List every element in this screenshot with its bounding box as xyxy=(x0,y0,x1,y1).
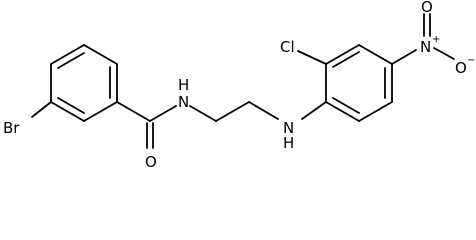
svg-text:O: O xyxy=(455,59,467,77)
svg-text:O: O xyxy=(421,0,433,16)
bromophenyl-ring xyxy=(50,44,118,122)
atom-o-nitro-right: O − xyxy=(455,55,475,77)
atom-n-nitro: N + xyxy=(420,34,440,56)
chloronitrophenyl-ring xyxy=(325,44,393,122)
svg-text:+: + xyxy=(432,34,440,45)
atom-nh-amide: H N xyxy=(178,76,189,111)
svg-text:N: N xyxy=(283,119,294,137)
atom-o-carbonyl: O xyxy=(145,153,157,171)
svg-text:Cl: Cl xyxy=(280,38,295,56)
svg-text:−: − xyxy=(467,55,475,66)
atom-nh-amine: N H xyxy=(283,119,294,152)
atom-o-nitro-top: O xyxy=(421,0,433,16)
svg-text:N: N xyxy=(178,93,189,111)
atom-br: Br xyxy=(3,119,20,137)
ethylene-linker xyxy=(189,101,327,122)
nitro-group xyxy=(391,13,455,65)
c-cl-bond xyxy=(297,50,327,65)
svg-text:N: N xyxy=(420,38,431,56)
chemical-structure: Br O H N N H Cl N + O O − xyxy=(3,0,475,171)
svg-text:H: H xyxy=(283,134,294,152)
svg-text:H: H xyxy=(178,76,189,94)
atom-cl: Cl xyxy=(280,38,295,56)
svg-text:Br: Br xyxy=(3,119,20,137)
amide-carbonyl xyxy=(116,101,177,149)
c-br-bond xyxy=(31,101,52,118)
svg-text:O: O xyxy=(145,153,157,171)
